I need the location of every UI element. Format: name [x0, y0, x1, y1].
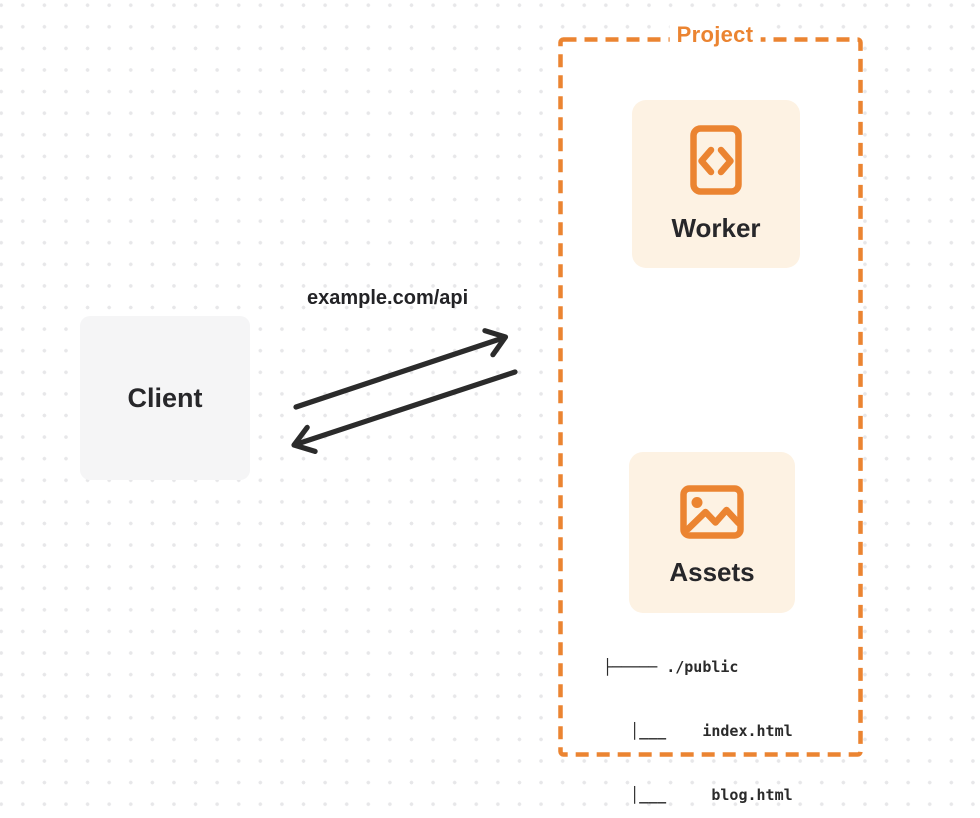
- project-label: Project: [669, 21, 761, 49]
- file-tree: ├───── ./public │___ index.html │___ blo…: [603, 615, 793, 818]
- worker-node: Worker: [632, 100, 800, 268]
- assets-node: Assets: [629, 452, 795, 613]
- response-arrow: [291, 369, 518, 454]
- request-url-label: example.com/api: [307, 287, 469, 309]
- file-tree-line: │___ index.html: [603, 722, 793, 741]
- file-tree-line: ├───── ./public: [603, 658, 739, 677]
- code-file-icon: [690, 125, 742, 195]
- file-tree-line: │___ blog.html: [603, 785, 793, 804]
- client-node: Client: [80, 316, 250, 480]
- request-arrow: [293, 328, 509, 410]
- assets-label: Assets: [669, 557, 755, 587]
- image-icon: [680, 485, 744, 539]
- worker-label: Worker: [671, 213, 761, 243]
- client-label: Client: [127, 382, 203, 413]
